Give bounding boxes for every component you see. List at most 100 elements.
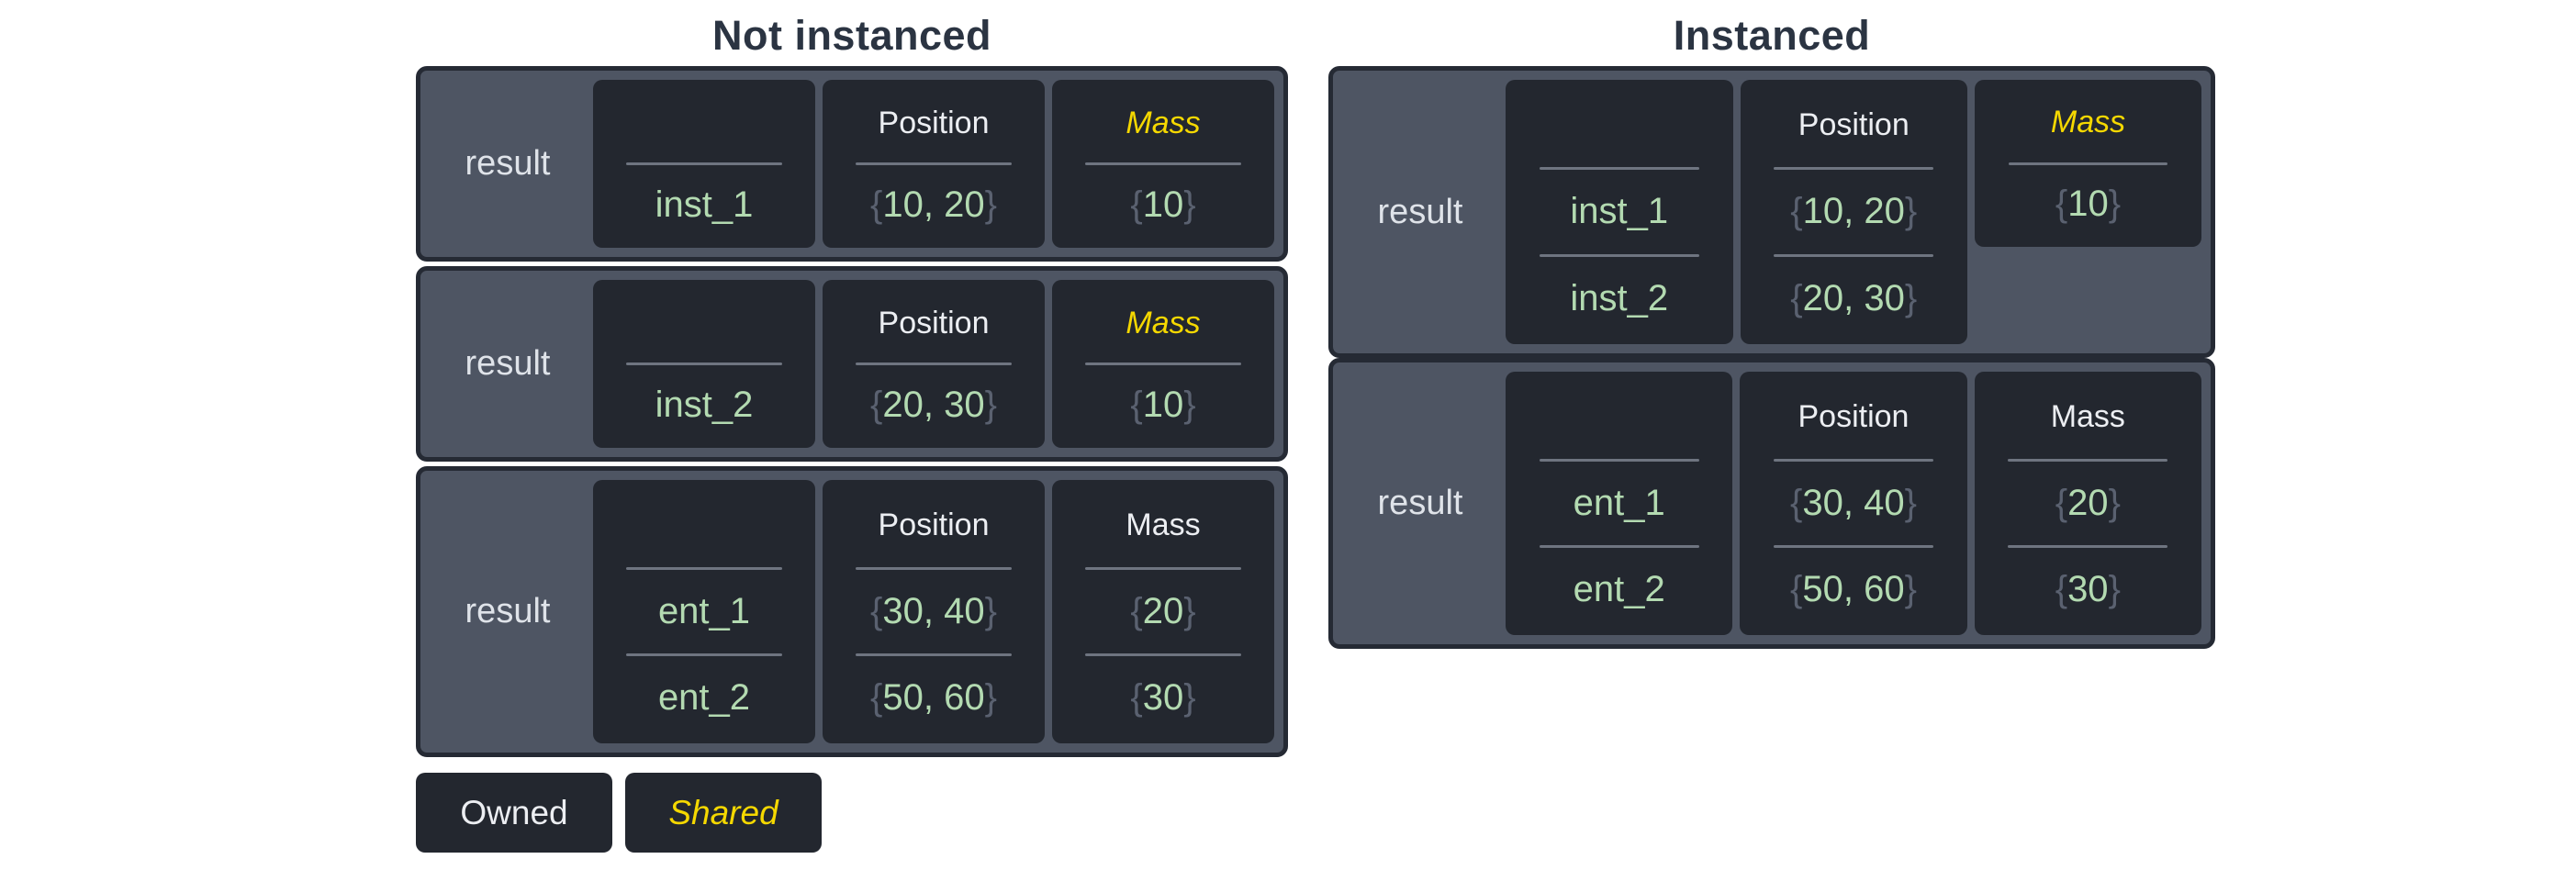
mass-value: {10} bbox=[1986, 165, 2190, 244]
value-text: 20 bbox=[2067, 483, 2109, 523]
position-cell: Position {10, 20} {20, 30} bbox=[1740, 80, 1967, 344]
position-header: Position bbox=[878, 508, 990, 542]
close-brace: } bbox=[1183, 677, 1196, 718]
mass-cell: Mass {20} {30} bbox=[1974, 372, 2201, 635]
mass-value: {20} bbox=[1986, 462, 2190, 545]
result-box-entities: result ent_1 ent_2 Position {30, 40} {50… bbox=[416, 466, 1288, 757]
close-brace: } bbox=[2108, 569, 2121, 609]
column-not-instanced: Not instanced result inst_1 Position {10… bbox=[416, 0, 1288, 853]
open-brace: { bbox=[1130, 591, 1143, 631]
position-value: {30, 40} bbox=[834, 570, 1034, 653]
entity-name: ent_2 bbox=[657, 677, 751, 718]
open-brace: { bbox=[1790, 569, 1803, 609]
mass-header: Mass bbox=[1126, 508, 1201, 542]
mass-value: {10} bbox=[1063, 165, 1263, 244]
cell-divider bbox=[1084, 362, 1242, 365]
mass-cell: Mass {10} bbox=[1052, 80, 1274, 248]
cell-divider bbox=[1084, 567, 1242, 570]
cell-divider bbox=[625, 362, 783, 365]
position-header: Position bbox=[878, 105, 990, 140]
value-text: 50, 60 bbox=[882, 677, 985, 718]
value-text: 30, 40 bbox=[882, 591, 985, 631]
mass-header: Mass bbox=[1126, 105, 1201, 140]
close-brace: } bbox=[2108, 183, 2122, 224]
cell-divider bbox=[1773, 459, 1934, 462]
entity-header-blank bbox=[1517, 84, 1722, 167]
mass-cell-shared: Mass {10} bbox=[1975, 80, 2201, 247]
close-brace: } bbox=[1904, 191, 1918, 232]
result-label: result bbox=[465, 592, 551, 630]
cell-divider bbox=[2008, 545, 2168, 548]
position-header: Position bbox=[1798, 107, 1910, 143]
result-box-entities-instanced: result ent_1 ent_2 Position {30, 40} {50… bbox=[1328, 358, 2215, 649]
result-label: result bbox=[465, 144, 551, 183]
entity-cell: ent_1 ent_2 bbox=[1506, 372, 1733, 635]
value-text: 20 bbox=[1142, 591, 1184, 631]
entity-cell: inst_2 bbox=[593, 280, 815, 448]
entity-cell: inst_1 bbox=[593, 80, 815, 248]
value-text: 10, 20 bbox=[1802, 191, 1905, 232]
entity-name: inst_1 bbox=[655, 184, 754, 225]
position-value: {50, 60} bbox=[1751, 548, 1955, 631]
result-label: result bbox=[1377, 484, 1463, 522]
position-value: {20, 30} bbox=[834, 365, 1034, 444]
entity-cell: ent_1 ent_2 bbox=[593, 480, 815, 743]
value-text: 30 bbox=[1142, 677, 1184, 718]
value-text: 30, 40 bbox=[1802, 483, 1905, 523]
mass-header: Mass bbox=[2050, 105, 2126, 140]
mass-value: {20} bbox=[1063, 570, 1263, 653]
cell-divider bbox=[1539, 545, 1699, 548]
position-cell: Position {10, 20} bbox=[823, 80, 1045, 248]
open-brace: { bbox=[2055, 183, 2068, 224]
cell-divider bbox=[855, 162, 1013, 165]
cell-divider bbox=[625, 567, 783, 570]
entity-cell: inst_1 inst_2 bbox=[1506, 80, 1733, 344]
cell-divider bbox=[1539, 167, 1699, 171]
open-brace: { bbox=[1790, 277, 1803, 318]
mass-value: {30} bbox=[1986, 548, 2190, 631]
open-brace: { bbox=[1790, 483, 1803, 523]
mass-cell: Mass {20} {30} bbox=[1052, 480, 1274, 743]
open-brace: { bbox=[2055, 569, 2068, 609]
cell-divider bbox=[2008, 162, 2168, 165]
legend: Owned Shared bbox=[416, 773, 1288, 853]
result-box-inst1: result inst_1 Position {10, 20} Mass {10… bbox=[416, 66, 1288, 262]
position-cell: Position {20, 30} bbox=[823, 280, 1045, 448]
position-value: {10, 20} bbox=[1752, 170, 1957, 253]
position-cell: Position {30, 40} {50, 60} bbox=[1740, 372, 1967, 635]
value-text: 20, 30 bbox=[1802, 277, 1905, 318]
value-text: 10 bbox=[1142, 384, 1184, 425]
cell-divider bbox=[1774, 253, 1934, 257]
position-value: {30, 40} bbox=[1751, 462, 1955, 545]
value-text: 10 bbox=[1142, 184, 1184, 225]
entity-header-blank bbox=[604, 484, 804, 567]
mass-value: {10} bbox=[1063, 365, 1263, 444]
open-brace: { bbox=[870, 591, 883, 631]
close-brace: } bbox=[2108, 483, 2121, 523]
close-brace: } bbox=[1904, 569, 1917, 609]
open-brace: { bbox=[870, 184, 883, 225]
legend-shared: Shared bbox=[625, 773, 822, 853]
close-brace: } bbox=[984, 184, 997, 225]
cell-divider bbox=[855, 653, 1013, 656]
entity-header-blank bbox=[604, 284, 804, 362]
cell-divider bbox=[1539, 459, 1699, 462]
cell-divider bbox=[1084, 653, 1242, 656]
cell-divider bbox=[1773, 545, 1934, 548]
cell-divider bbox=[1539, 253, 1699, 257]
open-brace: { bbox=[870, 384, 883, 425]
entity-name: inst_2 bbox=[1570, 277, 1669, 318]
close-brace: } bbox=[984, 591, 997, 631]
entity-header-blank bbox=[1517, 375, 1721, 459]
open-brace: { bbox=[1790, 191, 1803, 232]
entity-name: inst_1 bbox=[1570, 191, 1669, 232]
cell-divider bbox=[625, 653, 783, 656]
value-text: 50, 60 bbox=[1802, 569, 1905, 609]
mass-cell: Mass {10} bbox=[1052, 280, 1274, 448]
mass-value: {30} bbox=[1063, 656, 1263, 740]
position-cell: Position {30, 40} {50, 60} bbox=[823, 480, 1045, 743]
result-label: result bbox=[1377, 192, 1463, 231]
mass-header: Mass bbox=[1126, 305, 1201, 340]
value-text: 10 bbox=[2067, 183, 2109, 224]
